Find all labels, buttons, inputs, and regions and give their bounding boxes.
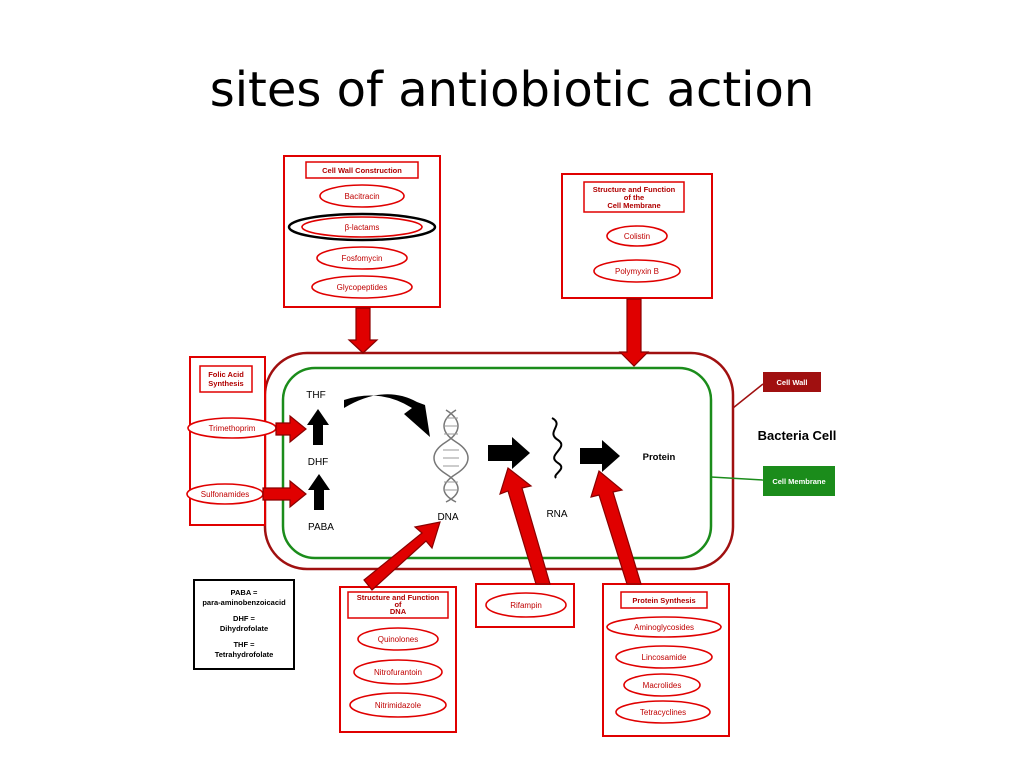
dhf-to-thf-arrow <box>307 409 329 445</box>
rifampin-arrow <box>499 466 551 585</box>
cell-wall-label-box <box>763 372 821 392</box>
legend-line-4: Dihydrofolate <box>220 624 268 633</box>
cell-membrane-label: Cell Membrane <box>772 477 825 486</box>
legend-line-6: Tetrahydrofolate <box>215 650 274 659</box>
drug-macrolides: Macrolides <box>643 681 682 690</box>
drug-colistin: Colistin <box>624 232 650 241</box>
legend-line-3: DHF = <box>233 614 255 623</box>
rna-to-protein-arrow <box>580 440 620 472</box>
drug-sulfonamides: Sulfonamides <box>201 490 249 499</box>
protein-synthesis-arrow <box>590 469 642 585</box>
slide-title: sites of antiobiotic action <box>209 62 815 118</box>
membrane-title-line-1: Structure and Function <box>593 185 676 194</box>
legend-line-1: PABA = <box>231 588 259 597</box>
folic-title-line-2: Synthesis <box>208 379 243 388</box>
drug-polymyxin-b: Polymyxin B <box>615 267 659 276</box>
dna-to-rna-arrow <box>488 437 530 469</box>
trimethoprim-arrow <box>275 414 307 444</box>
abbreviation-legend-box <box>193 579 295 670</box>
folic-title-line-1: Folic Acid <box>208 370 244 379</box>
drug-aminoglycosides: Aminoglycosides <box>634 623 694 632</box>
thf-label: THF <box>306 390 325 401</box>
sulfonamides-arrow <box>262 479 307 509</box>
paba-to-dhf-arrow <box>308 474 330 510</box>
drug-rifampin: Rifampin <box>510 601 542 610</box>
dna-title-line-3: DNA <box>390 607 407 616</box>
drug-beta-lactams: β-lactams <box>345 223 380 232</box>
dna-title-line-2: of <box>394 600 402 609</box>
dna-helix-icon <box>433 409 469 503</box>
drug-nitrofurantoin: Nitrofurantoin <box>374 668 422 677</box>
drug-glycopeptides: Glycopeptides <box>337 283 388 292</box>
drug-lincosamide: Lincosamide <box>642 653 687 662</box>
membrane-title-line-3: Cell Membrane <box>607 201 660 210</box>
dna-inhibitor-arrow <box>363 521 441 591</box>
bacteria-cell-label: Bacteria Cell <box>758 428 837 443</box>
protein-synthesis-title: Protein Synthesis <box>632 596 695 605</box>
dhf-label: DHF <box>308 457 329 468</box>
cell-wall-construction-title: Cell Wall Construction <box>322 166 402 175</box>
membrane-title-line-2: of the <box>624 193 644 202</box>
drug-trimethoprim: Trimethoprim <box>209 424 256 433</box>
rna-label: RNA <box>546 509 567 520</box>
legend-line-5: THF = <box>233 640 255 649</box>
dna-label: DNA <box>437 512 458 523</box>
dna-title-line-1: Structure and Function <box>357 593 440 602</box>
protein-label: Protein <box>643 452 676 463</box>
drug-quinolones: Quinolones <box>378 635 418 644</box>
drug-bacitracin: Bacitracin <box>344 192 379 201</box>
cell-membrane-arrow <box>618 298 650 367</box>
thf-to-dna-arrow <box>344 394 430 437</box>
cell-wall-arrow <box>347 307 379 354</box>
rna-strand-icon <box>551 417 563 479</box>
drug-fosfomycin: Fosfomycin <box>342 254 383 263</box>
legend-line-2: para-aminobenzoicacid <box>202 598 286 607</box>
paba-label: PABA <box>308 522 334 533</box>
drug-tetracyclines: Tetracyclines <box>640 708 686 717</box>
cell-wall-label: Cell Wall <box>777 378 808 387</box>
drug-nitrimidazole: Nitrimidazole <box>375 701 422 710</box>
cell-membrane <box>281 366 713 560</box>
cell-membrane-label-box <box>763 466 835 496</box>
